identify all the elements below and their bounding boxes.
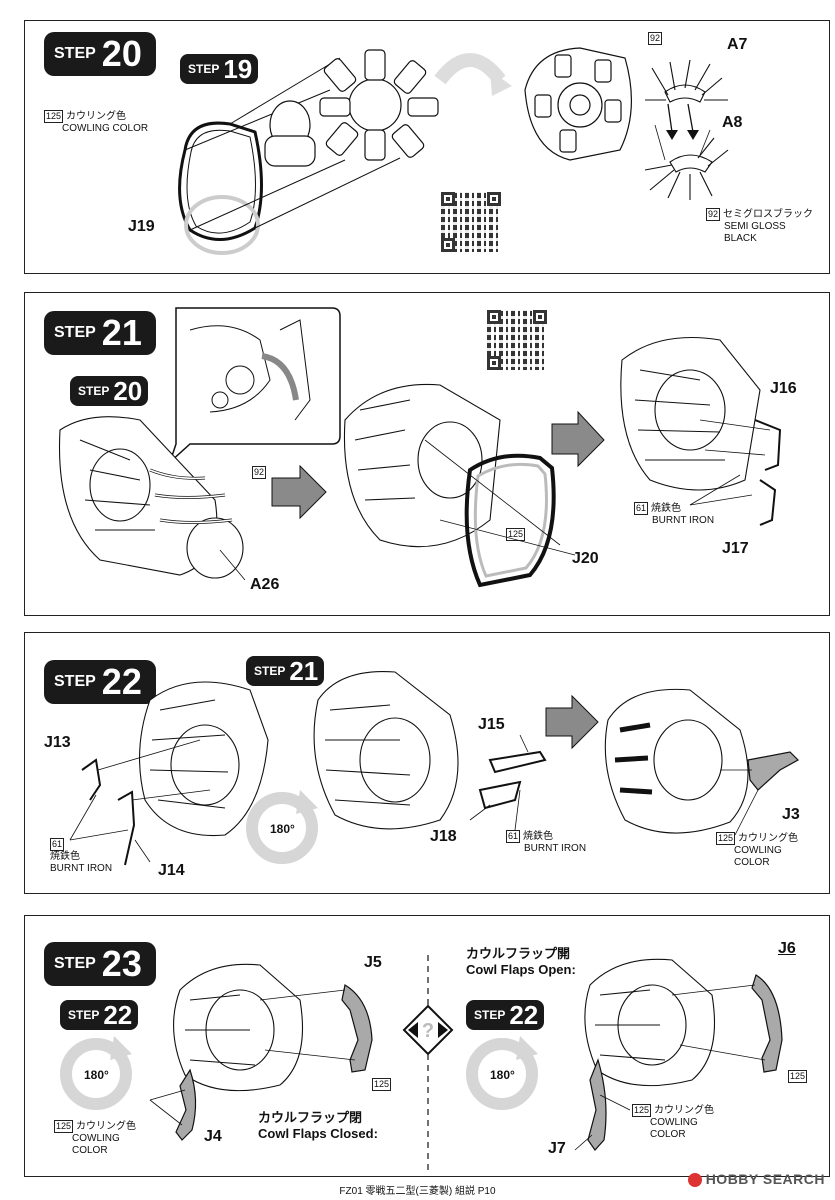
part-label-j14: J14 [158,862,185,879]
part-label-j16: J16 [770,380,797,397]
part-label-a7: A7 [727,36,748,53]
svg-text:?: ? [422,1020,434,1042]
step-21-code-125: 125 [506,528,526,541]
part-label-j15: J15 [478,716,505,733]
step-23-rotate-label-left: 180° [84,1068,109,1082]
part-label-j5: J5 [364,954,382,971]
part-label-j13: J13 [44,734,71,751]
step-20-code-92-top: 92 [648,32,663,45]
qr-code-step-20[interactable] [441,192,501,252]
part-label-j3: J3 [782,806,800,823]
step-23-code-125-left: 125 [372,1078,392,1091]
qr-code-step-21[interactable] [487,310,547,370]
part-label-j19: J19 [128,218,155,235]
step-20-panel [24,20,830,274]
choose-option-icon: ? [402,1004,454,1056]
step-22-rotate-label: 180° [270,822,295,836]
part-label-j20: J20 [572,550,599,567]
watermark: HOBBY SEARCH [687,1171,825,1188]
part-label-a26: A26 [250,576,280,593]
part-label-j18: J18 [430,828,457,845]
part-label-j7: J7 [548,1140,566,1157]
step-23-rotate-label-right: 180° [490,1068,515,1082]
step-23-code-125-right: 125 [788,1070,808,1083]
hobby-search-logo-icon [687,1173,702,1188]
part-label-j4: J4 [204,1128,222,1145]
part-label-j17: J17 [722,540,749,557]
step-21-code-92: 92 [252,466,267,479]
part-label-j6: J6 [778,940,796,957]
step-22-iron-note-left: 61 焼鉄色 BURNT IRON [50,838,113,874]
page-footer: FZ01 零戦五二型(三菱製) 組説 P10 [339,1186,496,1197]
part-label-a8: A8 [722,114,743,131]
